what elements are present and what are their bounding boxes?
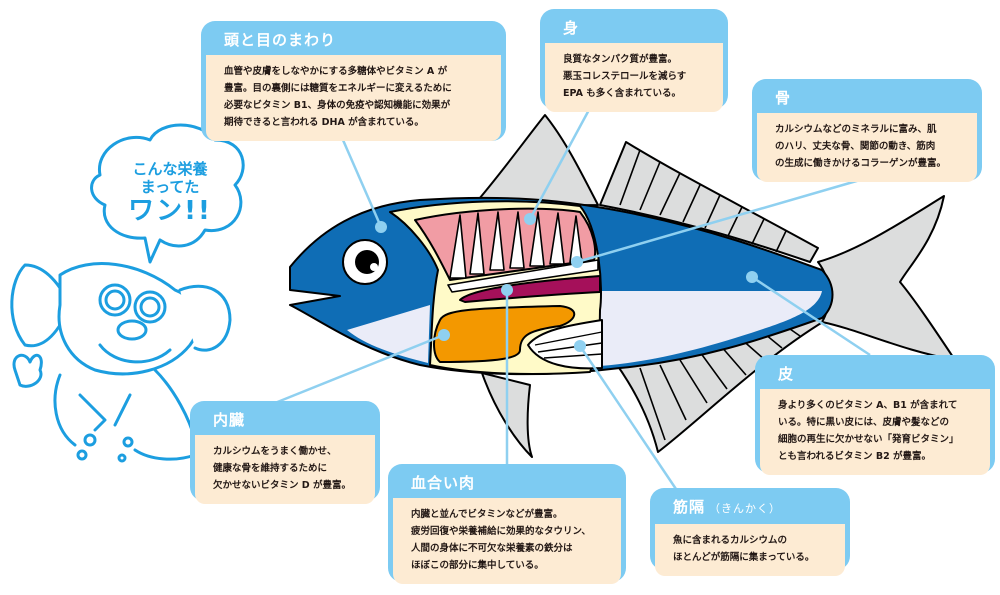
card-line: ほぼこの部分に集中している。	[411, 560, 544, 571]
speech-line-2: まってた	[140, 178, 200, 196]
card-body: カルシウムなどのミネラルに富み、肌 のハリ、丈夫な骨、関節の動き、筋肉 の生成に…	[757, 113, 977, 182]
speech-line-3: ワン!!	[128, 196, 212, 226]
card-skin: 皮 身より多くのビタミン A、B1 が含まれて いる。特に黒い皮には、皮膚や髪な…	[755, 355, 995, 475]
card-line: カルシウムをうまく働かせ、	[213, 446, 337, 457]
dog-ear-right	[178, 284, 232, 352]
card-title: 頭と目のまわり	[224, 31, 337, 49]
card-title: 骨	[775, 89, 792, 107]
card-line: 人間の身体に不可欠な栄養素の鉄分は	[411, 543, 573, 554]
dog-mouth	[98, 343, 172, 364]
card-line: 必要なビタミン B1、身体の免疫や認知機能に効果が	[224, 100, 451, 111]
card-title: 血合い肉	[411, 474, 476, 492]
card-bone: 骨 カルシウムなどのミネラルに富み、肌 のハリ、丈夫な骨、関節の動き、筋肉 の生…	[752, 79, 982, 182]
fish-belly	[600, 291, 822, 366]
dog-paw	[12, 353, 43, 388]
organs-region	[433, 305, 576, 363]
speech-bubble-text: こんな栄養 まってた ワン!!	[105, 160, 235, 226]
ribs	[447, 211, 599, 293]
card-line: の生成に働きかけるコラーゲンが豊富。	[775, 158, 947, 169]
card-dark-meat: 血合い肉 内臓と並んでビタミンなどが豊富。 疲労回復や栄養補給に効果的なタウリン…	[388, 464, 626, 584]
card-flesh: 身 良質なタンパク質が豊富。 悪玉コレステロールを減らす EPA も多く含まれて…	[540, 9, 728, 112]
card-line: 疲労回復や栄養補給に効果的なタウリン、	[411, 526, 591, 537]
leader-lines	[269, 107, 871, 496]
card-septum: 筋隔（きんかく） 魚に含まれるカルシウムの ほとんどが筋隔に集まっている。	[650, 488, 850, 576]
card-title: 身	[563, 19, 580, 37]
card-line: 豊富。目の裏側には糖質をエネルギーに変えるために	[224, 83, 452, 94]
dark-meat-region	[459, 275, 601, 303]
card-line: カルシウムなどのミネラルに富み、肌	[775, 124, 937, 135]
dog-head	[57, 262, 200, 376]
fins	[472, 114, 956, 458]
fish-body	[289, 196, 834, 376]
speech-line-1: こんな栄養	[132, 160, 208, 178]
card-title: 筋隔	[673, 498, 706, 516]
card-line: 期待できると言われる DHA が含まれている。	[224, 117, 424, 128]
dog-nose	[116, 319, 148, 341]
card-title: 皮	[778, 365, 795, 383]
card-line: 健康な骨を維持するために	[213, 463, 328, 474]
card-title: 内臓	[213, 411, 246, 429]
card-line: のハリ、丈夫な骨、関節の動き、筋肉	[775, 141, 936, 152]
card-body: 血管や皮膚をしなやかにする多糖体やビタミン A が 豊富。目の裏側には糖質をエネ…	[206, 55, 501, 141]
card-body: 身より多くのビタミン A、B1 が含まれて いる。特に黒い皮には、皮膚や髪などの…	[760, 389, 990, 475]
dog-ear-left	[10, 263, 72, 348]
front-dorsal-fin	[472, 114, 599, 207]
card-line: EPA も多く含まれている。	[563, 88, 681, 99]
card-subtitle: （きんかく）	[709, 502, 782, 515]
septum-region	[527, 319, 603, 370]
speech-bubble-outline	[90, 123, 245, 264]
card-line: 良質なタンパク質が豊富。	[563, 54, 678, 65]
card-line: 血管や皮膚をしなやかにする多糖体やビタミン A が	[224, 66, 448, 77]
card-line: 魚に含まれるカルシウムの	[673, 535, 788, 546]
card-body: 良質なタンパク質が豊富。 悪玉コレステロールを減らす EPA も多く含まれている…	[545, 43, 723, 112]
card-line: とも言われるビタミン B2 が豊富。	[778, 451, 931, 462]
card-body: 魚に含まれるカルシウムの ほとんどが筋隔に集まっている。	[655, 524, 845, 576]
card-body: カルシウムをうまく働かせ、 健康な骨を維持するために 欠かせないビタミン D が…	[195, 435, 375, 504]
card-line: 身より多くのビタミン A、B1 が含まれて	[778, 400, 958, 411]
card-line: 欠かせないビタミン D が豊富。	[213, 480, 352, 491]
dog-mascot	[10, 123, 245, 463]
card-head-and-eyes: 頭と目のまわり 血管や皮膚をしなやかにする多糖体やビタミン A が 豊富。目の裏…	[201, 21, 506, 141]
card-line: 細胞の再生に欠かせない「発育ビタミン」	[778, 434, 959, 445]
card-line: いる。特に黒い皮には、皮膚や髪などの	[778, 417, 950, 428]
card-organs: 内臓 カルシウムをうまく働かせ、 健康な骨を維持するために 欠かせないビタミン …	[190, 401, 380, 504]
card-line: 悪玉コレステロールを減らす	[563, 71, 687, 82]
card-body: 内臓と並んでビタミンなどが豊富。 疲労回復や栄養補給に効果的なタウリン、 人間の…	[393, 498, 621, 584]
card-line: 内臓と並んでビタミンなどが豊富。	[411, 509, 563, 520]
rear-dorsal-fin	[599, 141, 819, 263]
card-title-row: 筋隔（きんかく）	[655, 492, 845, 524]
card-line: ほとんどが筋隔に集まっている。	[673, 552, 815, 563]
